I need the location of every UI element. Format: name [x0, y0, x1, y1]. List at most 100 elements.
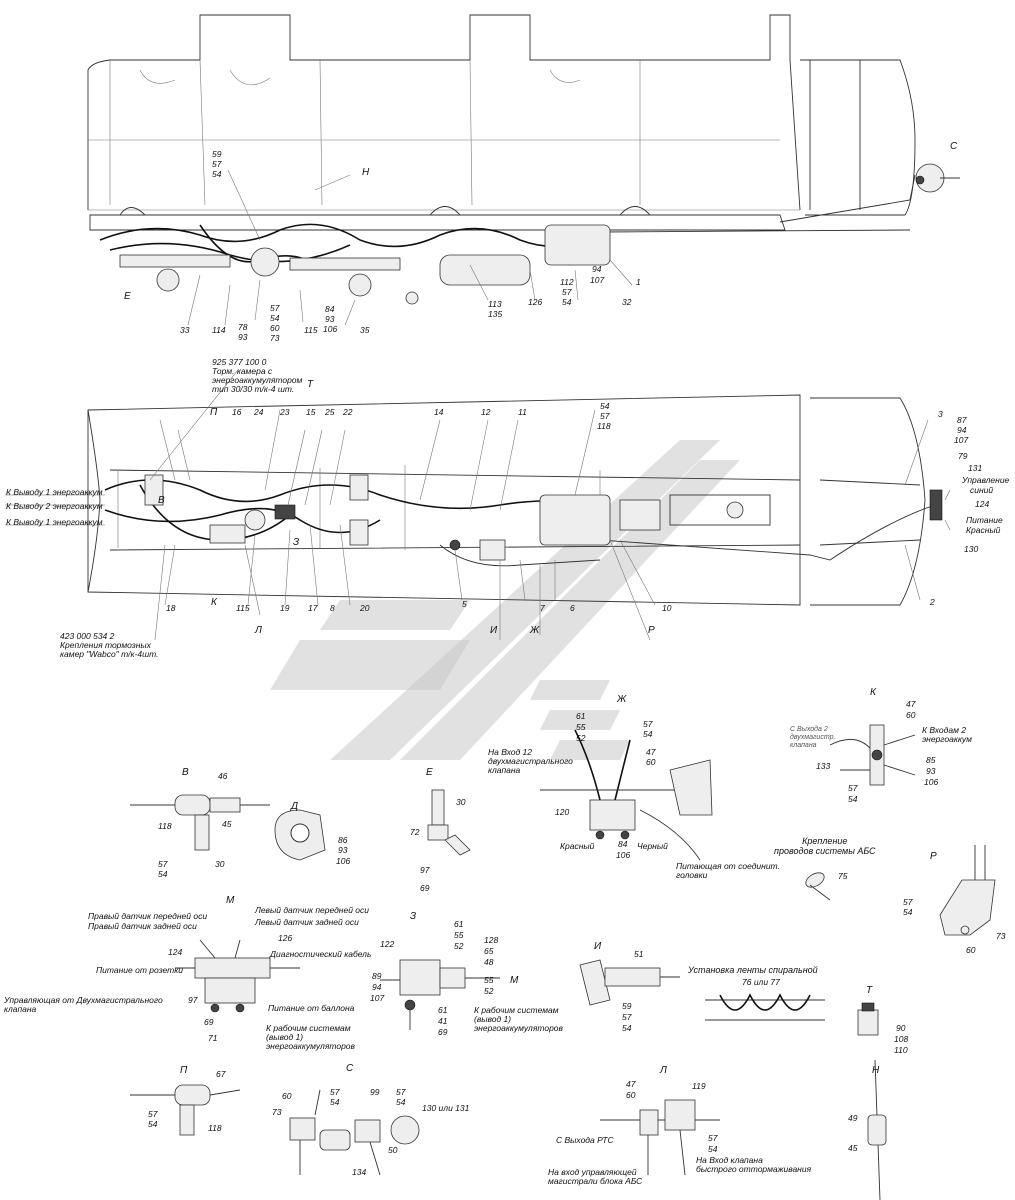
- marker-T: Т: [307, 379, 314, 390]
- callout-93: 93: [238, 332, 248, 342]
- V-57: 57: [158, 859, 168, 869]
- C-60: 60: [282, 1091, 292, 1101]
- Zh-54: 54: [643, 729, 653, 739]
- callout-113: 113: [488, 299, 502, 309]
- detail-I-title: И: [594, 941, 602, 952]
- callout-54b: 54: [270, 313, 280, 323]
- marker-I: И: [490, 625, 498, 636]
- callout-78: 78: [238, 322, 248, 332]
- callout-107: 107: [590, 275, 605, 285]
- callout-35: 35: [360, 325, 370, 335]
- L-119: 119: [692, 1081, 706, 1091]
- detail-V-title: В: [182, 767, 189, 778]
- detail-P-title: П: [180, 1065, 188, 1076]
- Z-61b: 61: [438, 1005, 448, 1015]
- detail-D: [274, 809, 326, 861]
- M-97: 97: [188, 995, 198, 1005]
- C-57: 57: [330, 1087, 340, 1097]
- callout-73: 73: [270, 333, 280, 343]
- V-45: 45: [222, 819, 232, 829]
- callout-115: 115: [304, 325, 318, 335]
- T-108: 108: [894, 1034, 909, 1044]
- L-rts: С Выхода РТС: [556, 1135, 614, 1145]
- K-57: 57: [848, 783, 858, 793]
- Z-52: 52: [454, 941, 464, 951]
- K-47: 47: [906, 699, 916, 709]
- callout-131: 131: [968, 463, 983, 473]
- callout-11: 11: [518, 407, 527, 417]
- D-93: 93: [338, 845, 348, 855]
- Zh-black: Черный: [637, 841, 668, 851]
- detail-R-title: Р: [930, 851, 937, 862]
- callout-33: 33: [180, 325, 190, 335]
- detail-E-title: Е: [426, 767, 433, 778]
- abs-75: 75: [838, 871, 848, 881]
- V-46: 46: [218, 771, 228, 781]
- callout-32: 32: [622, 297, 632, 307]
- detail-L-title: Л: [660, 1065, 667, 1076]
- label-supply: Питание: [966, 515, 1003, 525]
- callout-3: 3: [938, 409, 943, 419]
- C-50: 50: [388, 1145, 398, 1155]
- I-57: 57: [622, 1012, 632, 1022]
- detail-T: [857, 1002, 879, 1036]
- Z-94: 94: [372, 982, 382, 992]
- callout-84: 84: [325, 304, 335, 314]
- detail-Zh-title: Ж: [617, 694, 627, 705]
- Z-128: 128: [484, 935, 499, 945]
- M-tank: Питание от баллона: [268, 1003, 355, 1013]
- callout-8: 8: [330, 603, 335, 613]
- detail-Z: [380, 959, 500, 1030]
- Zh-120: 120: [555, 807, 570, 817]
- detail-V: [130, 794, 270, 851]
- C-54b: 54: [396, 1097, 406, 1107]
- detail-K-title: К: [870, 687, 876, 698]
- detail-C: [289, 1089, 420, 1176]
- detail-Z-title: З: [410, 911, 417, 922]
- marker-R: Р: [648, 625, 655, 636]
- detail-P: [130, 1084, 241, 1136]
- callout-19: 19: [280, 603, 290, 613]
- marker-L: Л: [255, 625, 262, 636]
- M-left-rear: Левый датчик задней оси: [255, 917, 359, 927]
- V-118: 118: [158, 821, 172, 831]
- L-60: 60: [626, 1090, 636, 1100]
- V-54: 54: [158, 869, 168, 879]
- M-124: 124: [168, 947, 183, 957]
- C-57b: 57: [396, 1087, 406, 1097]
- N-45: 45: [848, 1143, 858, 1153]
- D-86: 86: [338, 835, 348, 845]
- detail-D-title: Д: [291, 801, 299, 812]
- callout-57-plan: 57: [600, 411, 610, 421]
- L-47: 47: [626, 1079, 636, 1089]
- callout-93b: 93: [325, 314, 335, 324]
- Z-M: М: [510, 975, 519, 986]
- detail-M-title: М: [226, 895, 235, 906]
- M-71: 71: [208, 1033, 218, 1043]
- E-97: 97: [420, 865, 430, 875]
- marker-V: В: [158, 495, 165, 506]
- M-69: 69: [204, 1017, 214, 1027]
- M-work: К рабочим системам(вывод 1)энергоаккумул…: [266, 1023, 355, 1051]
- callout-7: 7: [540, 603, 545, 613]
- C-130-or-131: 130 или 131: [422, 1103, 470, 1113]
- Zh-52: 52: [576, 733, 586, 743]
- N-49: 49: [848, 1113, 858, 1123]
- callout-54c: 54: [562, 297, 572, 307]
- detail-N-title: Н: [872, 1065, 880, 1076]
- Zh-84: 84: [618, 839, 628, 849]
- detail-R: [939, 845, 996, 936]
- callout-130: 130: [964, 544, 979, 554]
- Zh-61: 61: [576, 711, 586, 721]
- view-marker-C: С: [950, 141, 958, 152]
- R-54: 54: [903, 907, 913, 917]
- marker-P: П: [210, 407, 218, 418]
- K-133: 133: [816, 761, 831, 771]
- callout-57c: 57: [562, 287, 572, 297]
- detail-M: [175, 939, 300, 1013]
